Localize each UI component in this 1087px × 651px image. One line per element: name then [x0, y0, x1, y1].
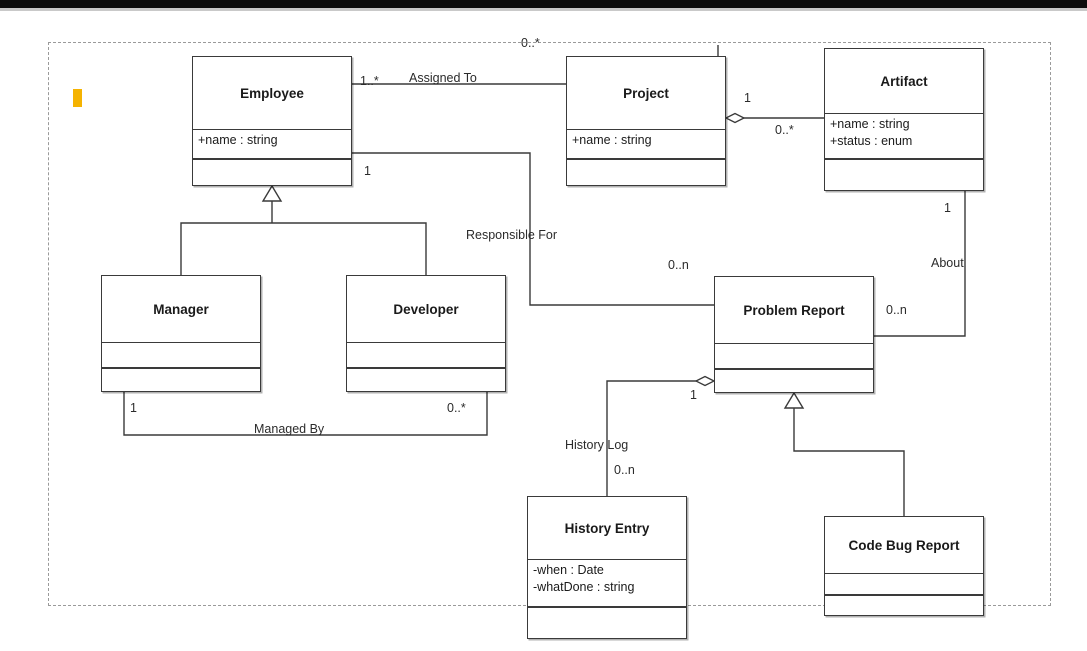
uml-separator [528, 606, 686, 608]
multiplicity-history-log: 0..n [614, 463, 635, 477]
uml-operations [102, 369, 260, 393]
edge-label-responsible-for: Responsible For [466, 228, 558, 242]
uml-class-problem-report[interactable]: Problem Report [714, 276, 874, 393]
uml-class-name: Project [623, 85, 669, 101]
uml-operations [567, 160, 725, 186]
uml-separator [193, 129, 351, 131]
uml-attributes [102, 343, 260, 367]
multiplicity-history-log-report: 1 [690, 388, 697, 402]
uml-class-code-bug-report[interactable]: Code Bug Report [824, 516, 984, 616]
uml-separator [715, 368, 873, 370]
uml-class-name: Developer [393, 301, 459, 317]
aggregation-diamond-project [724, 112, 746, 124]
uml-separator [102, 367, 260, 369]
edge-history-log [606, 380, 703, 496]
uml-operations [347, 369, 505, 393]
generalization-triangle-problem-report [783, 391, 805, 409]
edge-label-history-log: History Log [565, 438, 629, 452]
edge-managed-by [123, 392, 488, 436]
bullet-marker-icon [73, 89, 82, 107]
uml-attributes: +name : string [567, 130, 725, 158]
uml-attribute: +name : string [830, 117, 910, 132]
edge-generalization-codebug [793, 404, 905, 516]
uml-separator [825, 158, 983, 160]
uml-operations [715, 370, 873, 394]
multiplicity-responsible-for-report: 0..n [668, 258, 689, 272]
edge-generalization-tree [180, 222, 427, 275]
uml-separator [825, 113, 983, 115]
uml-attribute: -when : Date [533, 563, 604, 578]
edge-label-assigned-to: Assigned To [409, 71, 477, 85]
uml-class-name: History Entry [564, 520, 650, 536]
diagram-canvas: Employee +name : string Project +name : … [0, 11, 1087, 651]
uml-class-manager[interactable]: Manager [101, 275, 261, 392]
multiplicity-about-report: 0..n [886, 303, 907, 317]
uml-separator [102, 342, 260, 344]
uml-attribute: +name : string [572, 133, 652, 148]
uml-attributes [347, 343, 505, 367]
multiplicity-managed-by-developer: 0..* [447, 401, 466, 415]
uml-attributes: +name : string +status : enum [825, 114, 983, 158]
uml-attributes [825, 574, 983, 594]
window-top-divider [0, 8, 1087, 11]
multiplicity-assigned-to-project: 0..* [521, 36, 540, 50]
uml-attribute: +status : enum [830, 134, 913, 149]
window-top-bar [0, 0, 1087, 8]
multiplicity-assigned-to-employee: 1..* [360, 74, 379, 88]
edge-label-about: About [931, 256, 964, 270]
uml-class-name: Code Bug Report [848, 537, 960, 553]
multiplicity-about-artifact: 1 [944, 201, 951, 215]
uml-class-name: Employee [240, 85, 304, 101]
uml-class-history-entry[interactable]: History Entry -when : Date -whatDone : s… [527, 496, 687, 639]
uml-operations [825, 596, 983, 616]
multiplicity-managed-by-manager: 1 [130, 401, 137, 415]
uml-class-name: Artifact [880, 73, 928, 89]
uml-class-project[interactable]: Project +name : string [566, 56, 726, 186]
uml-separator [567, 129, 725, 131]
uml-class-developer[interactable]: Developer [346, 275, 506, 392]
uml-operations [528, 608, 686, 639]
uml-separator [715, 343, 873, 345]
edge-about [874, 191, 966, 337]
uml-edges [123, 45, 966, 516]
uml-separator [193, 158, 351, 160]
uml-separator [347, 367, 505, 369]
edge-label-managed-by: Managed By [254, 422, 325, 436]
uml-attributes [715, 344, 873, 368]
multiplicity-artifact-aggregation: 0..* [775, 123, 794, 137]
uml-operations [193, 160, 351, 186]
uml-attributes: -when : Date -whatDone : string [528, 560, 686, 606]
multiplicity-responsible-for-employee: 1 [364, 164, 371, 178]
uml-attribute: +name : string [198, 133, 278, 148]
uml-attribute: -whatDone : string [533, 580, 635, 595]
uml-class-employee[interactable]: Employee +name : string [192, 56, 352, 186]
uml-class-name: Manager [153, 301, 209, 317]
edge-responsible-for [352, 152, 714, 306]
uml-operations [825, 160, 983, 190]
uml-separator [825, 573, 983, 575]
aggregation-diamond-problem-report [694, 375, 716, 387]
uml-separator [567, 158, 725, 160]
uml-class-artifact[interactable]: Artifact +name : string +status : enum [824, 48, 984, 191]
uml-separator [347, 342, 505, 344]
generalization-triangle-employee [261, 184, 283, 202]
uml-separator [528, 559, 686, 561]
uml-separator [825, 594, 983, 596]
uml-attributes: +name : string [193, 130, 351, 158]
uml-class-name: Problem Report [743, 302, 845, 318]
multiplicity-project-aggregation: 1 [744, 91, 751, 105]
